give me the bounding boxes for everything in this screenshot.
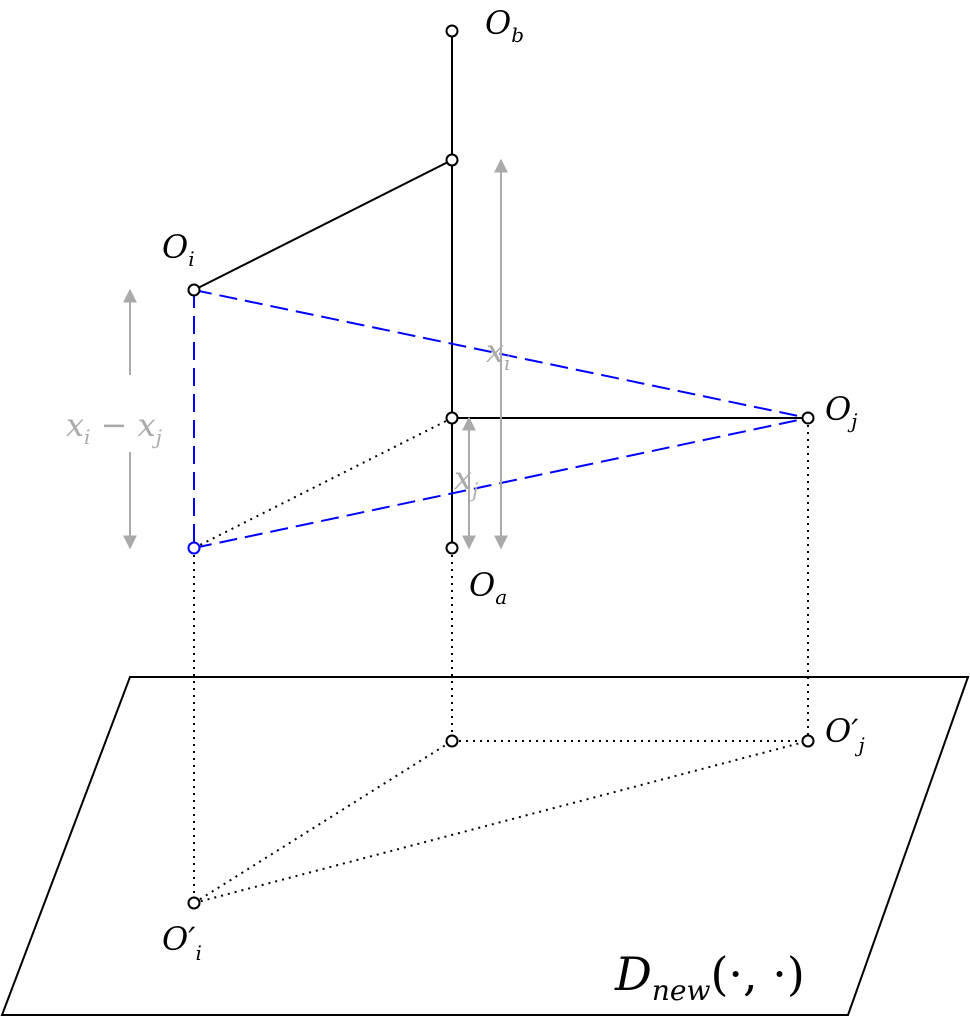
node-center <box>445 411 459 425</box>
node-oj <box>801 411 815 425</box>
label-oj-prime: O′j <box>825 712 865 757</box>
label-oi: Oi <box>162 228 195 271</box>
nodes <box>187 24 815 910</box>
dimension-arrows <box>123 158 508 550</box>
label-oj: Oj <box>825 390 857 433</box>
label-ob: Ob <box>485 4 524 47</box>
dotted-projection-lines <box>193 417 809 904</box>
node-oi <box>187 283 201 297</box>
node-plane-center <box>445 734 459 748</box>
node-blue-lower <box>187 541 201 555</box>
label-xi: xi <box>486 332 510 375</box>
label-plane: Dnew(·, ·) <box>614 947 805 1007</box>
node-oi-prime <box>187 896 201 910</box>
node-oj-prime <box>801 734 815 748</box>
projection-plane <box>0 676 970 1016</box>
node-upper-joint <box>445 153 459 167</box>
label-oi-prime: O′i <box>162 920 202 965</box>
edge-oi-upper-joint <box>193 159 453 291</box>
node-ob <box>445 24 459 38</box>
label-xj: xj <box>454 459 478 502</box>
label-oa: Oa <box>469 566 507 609</box>
node-oa <box>445 541 459 555</box>
label-xi-minus-xj: xi − xj <box>66 406 162 449</box>
